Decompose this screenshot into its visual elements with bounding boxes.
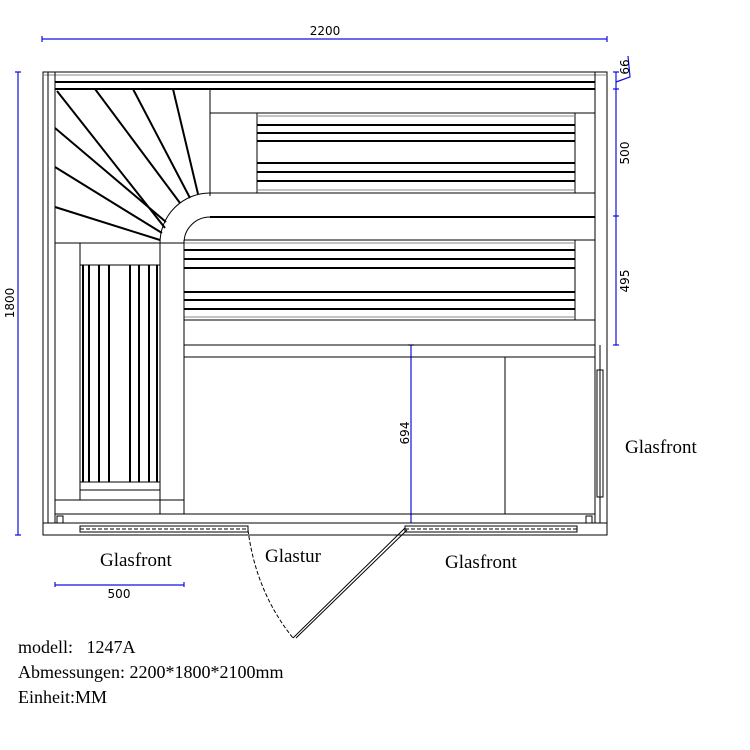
left-bench: [55, 243, 184, 514]
label-glasfront-left: Glasfront: [100, 550, 172, 571]
dimension-upper-bench-label: 500: [618, 142, 632, 165]
dimension-depth-label: 1800: [3, 288, 17, 319]
dimension-width: 2200: [41, 24, 608, 42]
label-glastur: Glastur: [265, 546, 322, 567]
dimension-floor-label: 694: [398, 422, 412, 445]
upper-bench: [209, 89, 595, 218]
unit-text: Einheit:MM: [18, 687, 107, 707]
dimension-depth: 1800: [3, 71, 21, 536]
corner-bench: [54, 88, 211, 244]
dimension-floor: 694: [398, 344, 414, 523]
dimension-lower-bench-label: 495: [618, 270, 632, 293]
model-text: modell: 1247A: [18, 637, 136, 657]
dimensions-text: Abmessungen: 2200*1800*2100mm: [18, 662, 284, 682]
label-glasfront-bottom-right: Glasfront: [445, 552, 517, 573]
dimension-width-label: 2200: [310, 24, 341, 38]
glass-fronts: [79, 369, 604, 533]
lower-bench: [183, 239, 595, 514]
scale-bar-label: 500: [108, 587, 131, 601]
dimension-top-wall-label: 66: [618, 59, 632, 74]
dimension-right-stack: 66 500 495: [613, 55, 632, 346]
glass-door: [247, 527, 408, 639]
label-glasfront-right: Glasfront: [625, 437, 697, 458]
scale-bar: 500: [54, 582, 185, 601]
